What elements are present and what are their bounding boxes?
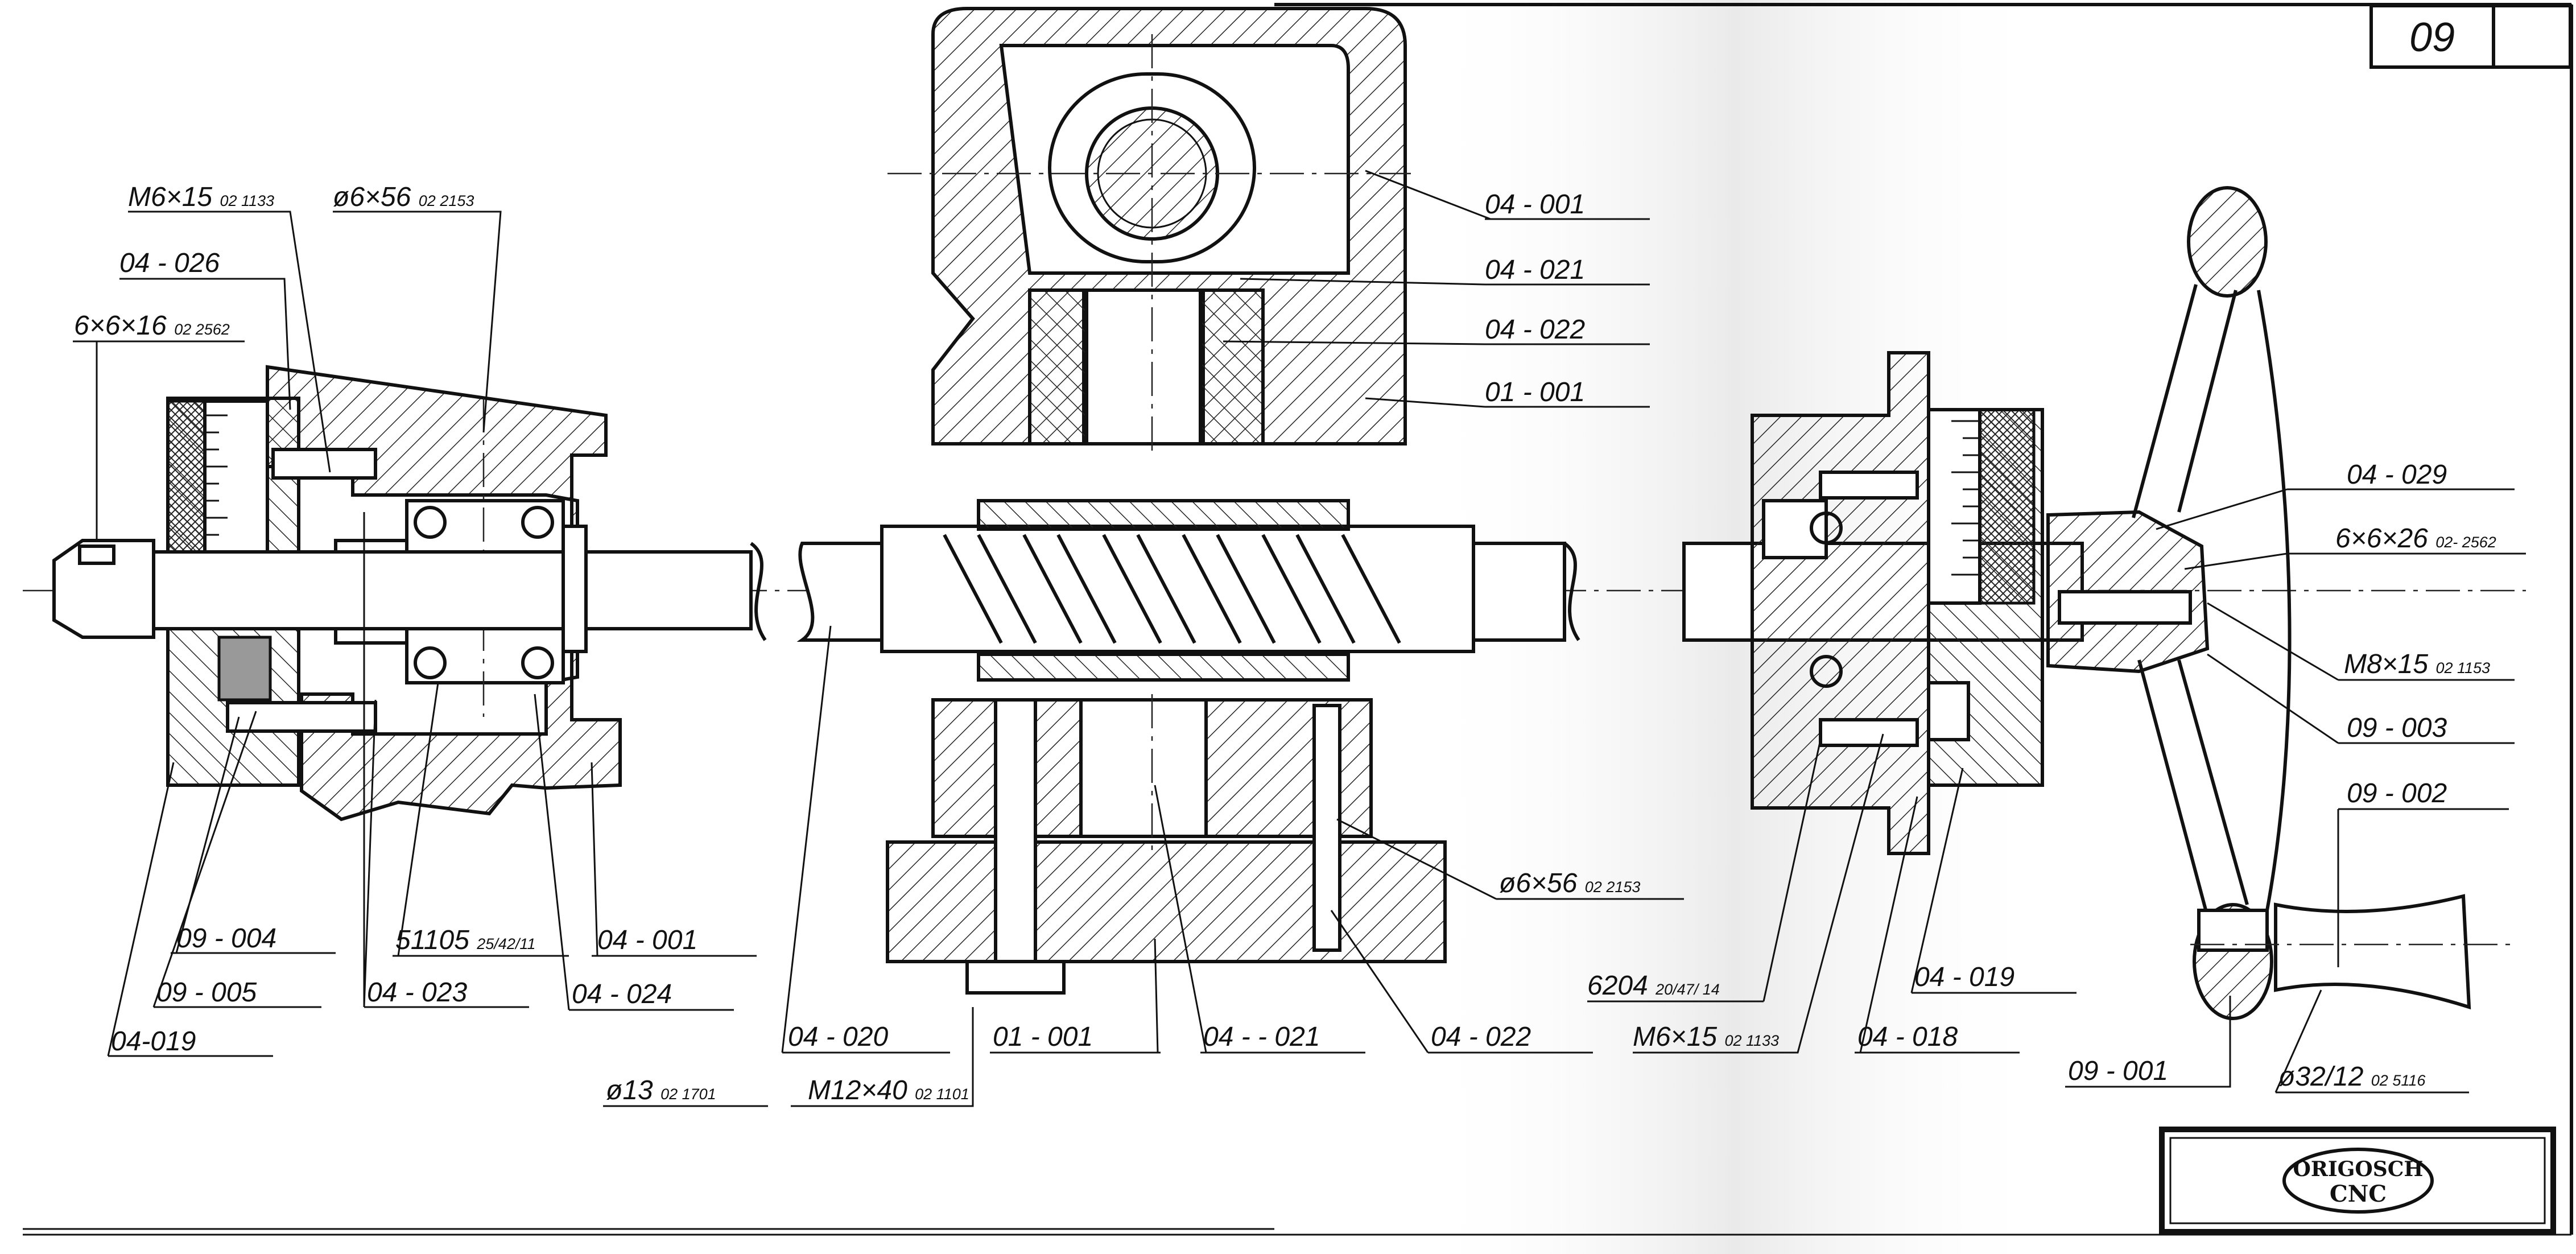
bearing-6204-ball xyxy=(1810,512,1843,544)
label-6204: 6204 20/47/ 14 xyxy=(1587,971,1720,1001)
leader-lines xyxy=(73,170,2526,1107)
bearing-ball xyxy=(521,646,554,679)
label-04-019-right: 04 - 019 xyxy=(1914,962,2014,992)
label-09-001: 09 - 001 xyxy=(2068,1056,2168,1086)
label-d32-12: ø32/12 02 5116 xyxy=(2278,1062,2426,1092)
label-09-004: 09 - 004 xyxy=(176,923,276,954)
part-labels: M6×15 02 1133 ø6×56 02 2153 04 - 026 6×6… xyxy=(74,182,2496,1106)
bearing-ball xyxy=(414,646,447,679)
disc-spring xyxy=(217,636,272,702)
top-section-view xyxy=(887,7,1411,455)
label-d6x56-top: ø6×56 02 2153 xyxy=(333,182,474,212)
label-01-001-bottom: 01 - 001 xyxy=(993,1022,1093,1052)
label-6x6x16: 6×6×16 02 2562 xyxy=(74,311,230,341)
label-04-022-bottom: 04 - 022 xyxy=(1431,1022,1531,1052)
screw-m6x15 xyxy=(271,448,377,480)
label-09-003: 09 - 003 xyxy=(2347,713,2447,743)
label-09-002: 09 - 002 xyxy=(2347,778,2447,808)
label-m8x15: M8×15 02 1153 xyxy=(2344,649,2490,679)
label-04-029: 04 - 029 xyxy=(2347,460,2447,490)
label-51105: 51105 25/42/11 xyxy=(395,925,535,955)
label-m12x40: M12×40 02 1101 xyxy=(808,1075,969,1106)
bottom-section-view xyxy=(886,694,1447,995)
drawing-frame xyxy=(23,3,2573,1236)
logo-oval xyxy=(2282,1148,2434,1214)
label-01-001-top: 01 - 001 xyxy=(1485,377,1585,407)
label-09-005: 09 - 005 xyxy=(156,977,257,1008)
bearing-ball xyxy=(521,506,554,539)
label-04-023: 04 - 023 xyxy=(367,977,467,1008)
screw-m6x15 xyxy=(226,701,377,733)
label-04-019-left: 04-019 xyxy=(111,1026,196,1057)
worm-shaft xyxy=(796,499,1580,682)
label-04-018: 04 - 018 xyxy=(1857,1022,1958,1052)
bearing-ball xyxy=(414,506,447,539)
right-bearing-assembly xyxy=(1682,351,2084,855)
label-04-024: 04 - 024 xyxy=(572,979,672,1009)
logo-line2: CNC xyxy=(2330,1181,2387,1207)
bearing-6204-ball xyxy=(1810,655,1843,688)
label-04-020: 04 - 020 xyxy=(788,1022,888,1052)
label-04-022-top: 04 - 022 xyxy=(1485,315,1585,345)
label-04-021-top: 04 - 021 xyxy=(1485,255,1585,285)
pin-d6x56 xyxy=(1312,704,1341,952)
label-d6x56-bottom: ø6×56 02 2153 xyxy=(1499,868,1640,898)
label-04-001-bottom: 04 - 001 xyxy=(597,925,697,955)
sheet-number-box: 09 xyxy=(2369,4,2572,69)
logo-line1: ORIGOSCH xyxy=(2293,1157,2424,1181)
label-04-021-bottom: 04 - - 021 xyxy=(1203,1022,1320,1052)
bolt-m12x40 xyxy=(994,698,1037,963)
worm-threads xyxy=(943,534,1401,644)
label-04-001-top: 04 - 001 xyxy=(1485,189,1585,220)
label-m6x15-bottom: M6×15 02 1133 xyxy=(1633,1022,1779,1052)
label-m6x15-top: M6×15 02 1133 xyxy=(128,182,274,212)
label-d13: ø13 02 1701 xyxy=(606,1075,716,1106)
label-6x6x26: 6×6×26 02- 2562 xyxy=(2335,523,2496,554)
handwheel xyxy=(2046,186,2515,1020)
label-04-026: 04 - 026 xyxy=(119,248,220,278)
logo-box: ORIGOSCH CNC xyxy=(2159,1127,2556,1235)
left-bearing-assembly xyxy=(52,365,767,822)
sheet-number: 09 xyxy=(2409,15,2455,60)
